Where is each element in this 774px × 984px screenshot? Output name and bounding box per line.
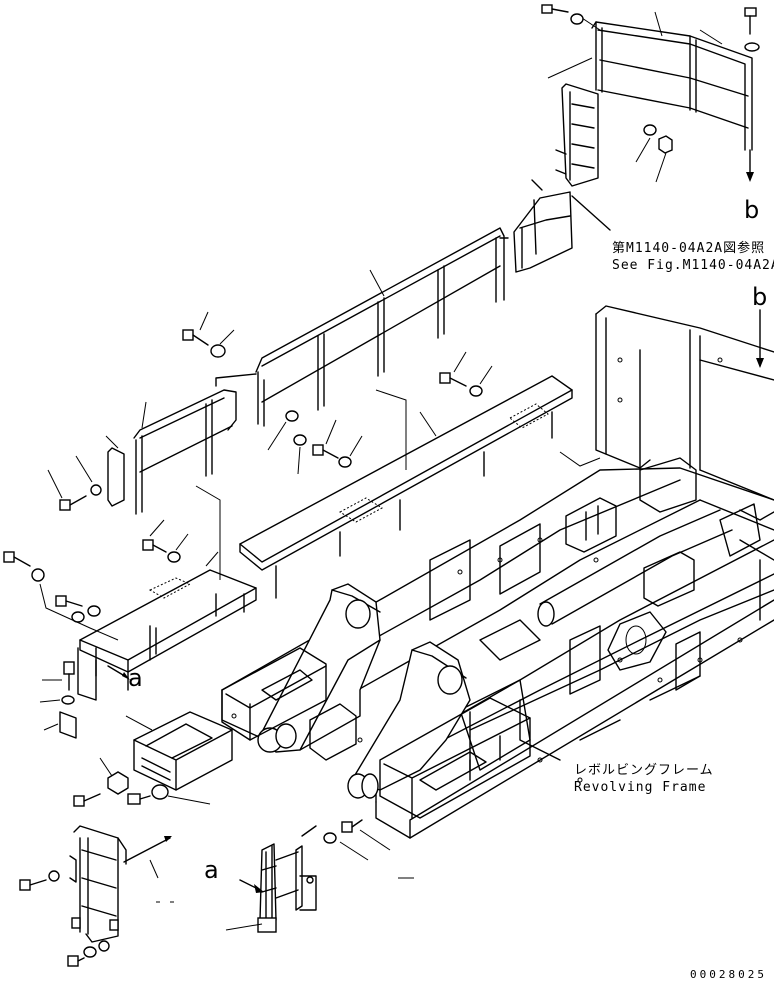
frame-jp-text: レボルビングフレーム	[574, 763, 714, 778]
left-bracket	[39, 647, 97, 739]
long-handrail	[255, 227, 509, 427]
ref-en-text: See Fig.M1140-04A2A	[612, 258, 774, 273]
reference-note: 第M1140-04A2A図参照 See Fig.M1140-04A2A	[612, 240, 774, 273]
frame-en-text: Revolving Frame	[574, 780, 706, 795]
ref-jp-text: 第M1140-04A2A図参照	[612, 240, 765, 256]
left-bolts	[3, 455, 189, 641]
middle-bolts	[182, 311, 493, 475]
step-box	[73, 711, 233, 807]
mark-a-left: a	[128, 664, 143, 692]
bottom-center-ladder	[225, 819, 414, 933]
mark-b-top: b	[744, 196, 759, 224]
left-platform	[79, 551, 257, 691]
mark-a-bottom: a	[204, 856, 219, 884]
centre-walkway	[239, 375, 601, 599]
frame-label: レボルビングフレーム Revolving Frame	[574, 763, 714, 795]
drawing-code: 00028025	[690, 968, 767, 981]
top-bolt-set	[541, 4, 760, 182]
upper-ladder	[555, 83, 673, 187]
step-bracket	[513, 179, 611, 273]
top-handrail-assembly	[547, 11, 753, 151]
revolving-frame	[221, 305, 774, 839]
mark-b-right: b	[752, 283, 767, 311]
left-handrail	[105, 373, 257, 515]
bottom-left-ladder	[19, 825, 172, 967]
